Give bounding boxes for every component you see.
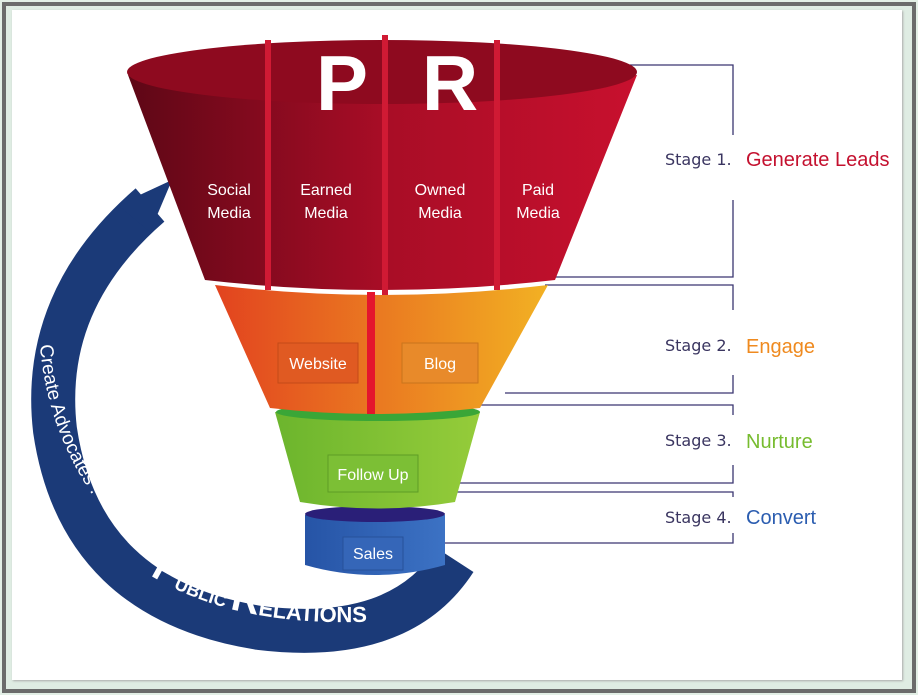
svg-text:Owned: Owned xyxy=(415,182,466,199)
sales-box xyxy=(342,536,404,571)
follow-up-label: Follow Up xyxy=(337,467,408,484)
website-box xyxy=(277,342,359,384)
channel-earned-media: Earned Media xyxy=(300,182,352,222)
stage-4-label: Stage 4. Convert xyxy=(665,507,816,529)
svg-text:Stage 2.: Stage 2. xyxy=(665,336,732,355)
sales-label: Sales xyxy=(353,546,393,563)
svg-text:Media: Media xyxy=(418,205,462,222)
stage-1-label: Stage 1. Generate Leads xyxy=(665,149,889,171)
svg-text:Social: Social xyxy=(207,182,251,199)
follow-up-box xyxy=(327,454,419,493)
svg-text:Media: Media xyxy=(207,205,251,222)
svg-text:Paid: Paid xyxy=(522,182,554,199)
letter-p: P xyxy=(316,39,368,127)
svg-text:Nurture: Nurture xyxy=(746,431,813,453)
stage-3-label: Stage 3. Nurture xyxy=(665,431,813,453)
channel-social-media: Social Media xyxy=(207,182,251,222)
stage-2-label: Stage 2. Engage xyxy=(665,336,815,358)
svg-text:Media: Media xyxy=(516,205,560,222)
svg-text:Stage 3.: Stage 3. xyxy=(665,431,732,450)
website-label: Website xyxy=(289,356,347,373)
stage-brackets xyxy=(445,64,734,544)
svg-text:Convert: Convert xyxy=(746,507,816,529)
svg-text:Engage: Engage xyxy=(746,336,815,358)
channel-paid-media: Paid Media xyxy=(516,182,560,222)
funnel-tier-nurture: Follow Up xyxy=(275,403,480,509)
svg-text:Stage 4.: Stage 4. xyxy=(665,508,732,527)
funnel-tier-generate-leads: P R Social Media Earned Media Owned Medi… xyxy=(127,35,637,295)
letter-r: R xyxy=(422,39,478,127)
arrow-head-icon xyxy=(118,180,172,232)
svg-text:Stage 1.: Stage 1. xyxy=(665,150,732,169)
arc-band xyxy=(31,188,474,653)
blog-label: Blog xyxy=(424,356,456,373)
funnel-tier-engage: Website Blog xyxy=(215,285,548,414)
svg-text:Earned: Earned xyxy=(300,182,352,199)
svg-text:Generate Leads: Generate Leads xyxy=(746,149,889,171)
blog-box xyxy=(401,342,479,384)
funnel-tier-convert: Sales xyxy=(305,506,445,575)
svg-text:Media: Media xyxy=(304,205,348,222)
channel-owned-media: Owned Media xyxy=(415,182,466,222)
